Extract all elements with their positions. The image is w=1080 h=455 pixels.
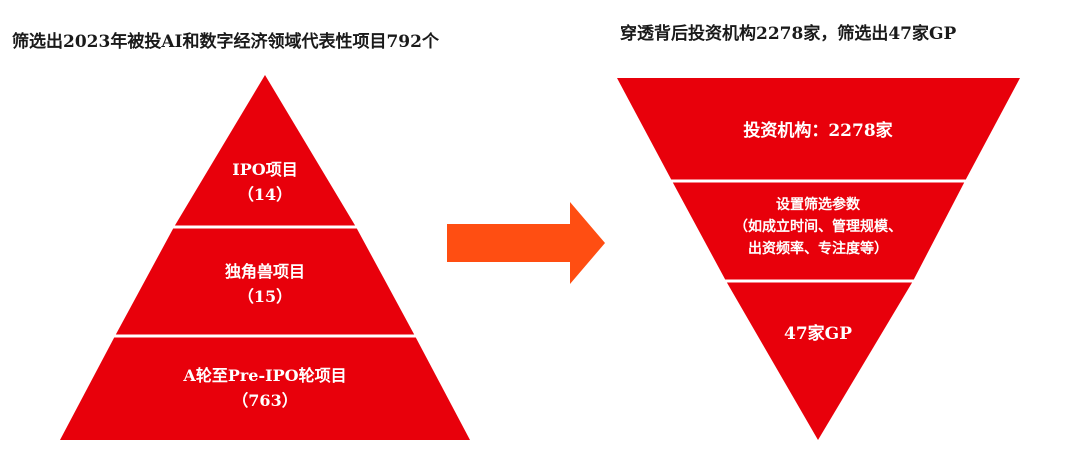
- pyramid-tier-bottom-count: （763）: [232, 391, 297, 410]
- funnel-tier-middle-line-1: 设置筛选参数: [776, 196, 861, 213]
- funnel-tier-top-label: 投资机构：2278家: [743, 120, 892, 141]
- pyramid-tier-top: [174, 75, 356, 227]
- pyramid-tier-top-count: （14）: [238, 185, 292, 204]
- pyramid-tier-bottom-label: A轮至Pre-IPO轮项目: [182, 366, 346, 385]
- pyramid-tier-bottom: [60, 336, 470, 440]
- funnel-tier-bottom: [726, 281, 913, 440]
- pyramid-tier-middle-count: （15）: [238, 287, 292, 306]
- right-heading: 穿透背后投资机构2278家，筛选出47家GP: [620, 24, 957, 44]
- left-heading: 筛选出2023年被投AI和数字经济领域代表性项目792个: [12, 32, 439, 52]
- funnel-tier-top: [617, 78, 1020, 181]
- funnel-tier-bottom-label: 47家GP: [784, 323, 852, 344]
- pyramid-tier-middle: [115, 227, 415, 336]
- funnel-tier-middle-line-2: （如成立时间、管理规模、: [734, 218, 902, 235]
- pyramid-tier-top-label: IPO项目: [232, 160, 297, 179]
- right-arrow-icon: [447, 202, 605, 284]
- pyramid: IPO项目 （14） 独角兽项目 （15） A轮至Pre-IPO轮项目 （763…: [60, 75, 470, 440]
- funnel-tier-middle-line-3: 出资频率、专注度等）: [748, 240, 888, 257]
- funnel-tier-middle: [672, 181, 965, 281]
- pyramid-tier-middle-label: 独角兽项目: [225, 262, 305, 281]
- funnel: 投资机构：2278家 设置筛选参数 （如成立时间、管理规模、 出资频率、专注度等…: [617, 78, 1020, 440]
